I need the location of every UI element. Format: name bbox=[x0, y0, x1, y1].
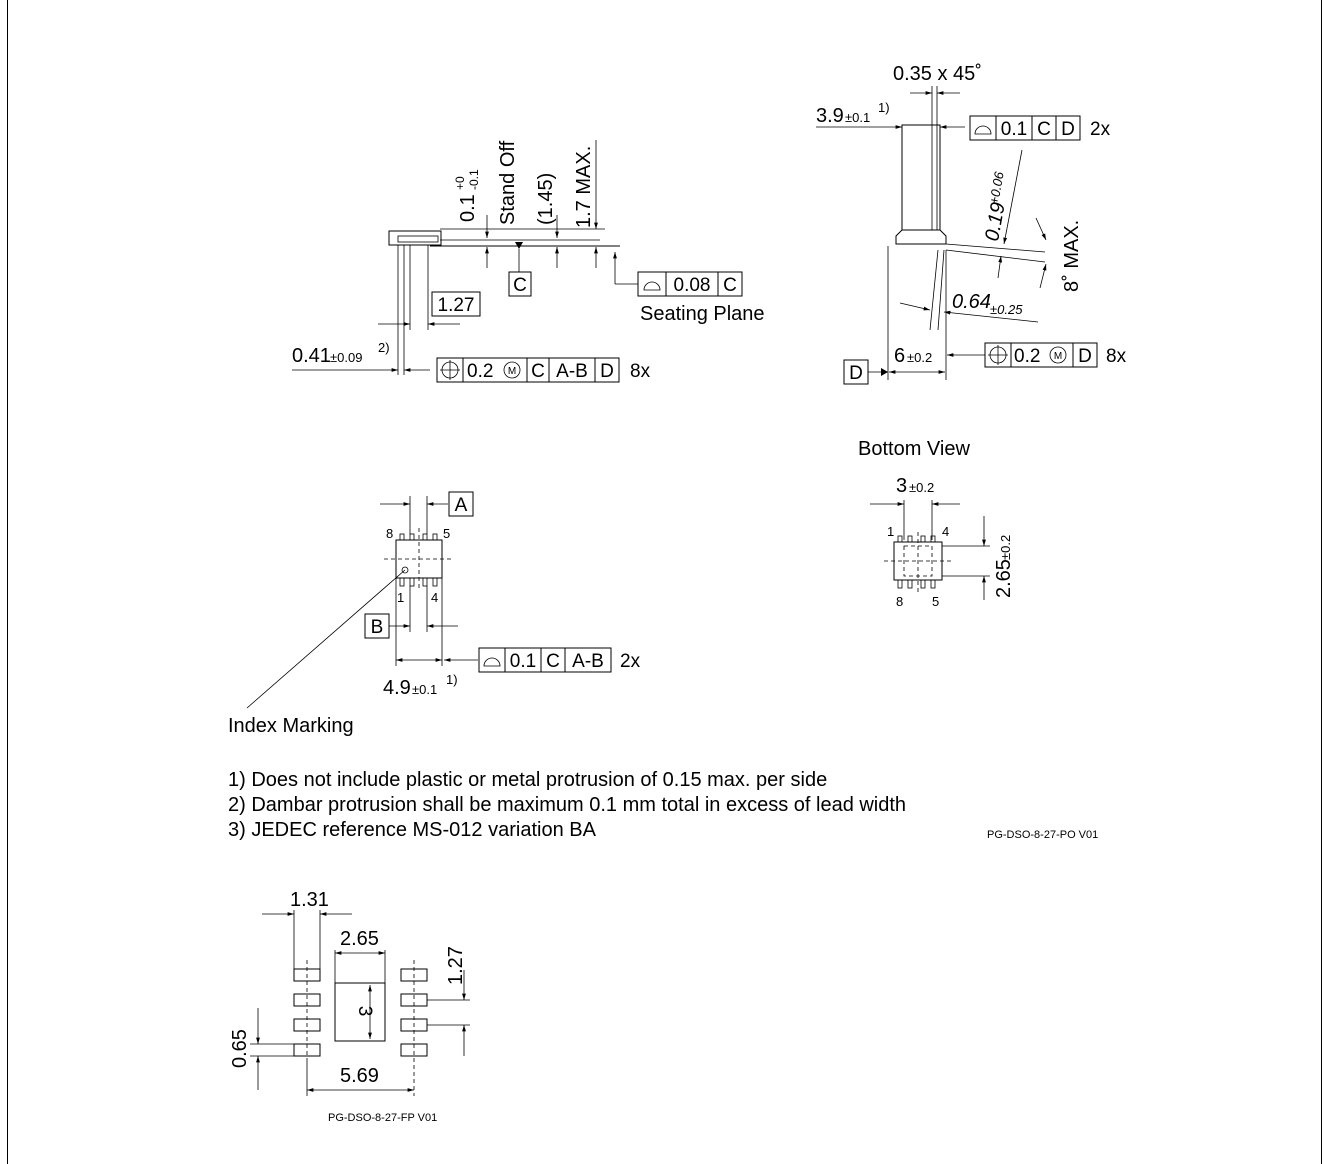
overall-width-tol: ±0.2 bbox=[907, 350, 932, 365]
top-profile-value: 0.1 bbox=[510, 651, 536, 672]
standoff-tol-minus: -0.1 bbox=[467, 169, 481, 190]
top-profile-icon bbox=[483, 657, 501, 667]
end-width-note: 1) bbox=[878, 100, 890, 115]
fp-thermal-height: 3 bbox=[354, 1006, 375, 1017]
bottom-pad-length-tol: ±0.2 bbox=[998, 535, 1013, 560]
flatness-datum: C bbox=[723, 275, 737, 296]
lead-width-note: 2) bbox=[378, 340, 390, 355]
lead-thickness-tol: +0.06 bbox=[986, 170, 1007, 206]
end-profile-value: 0.1 bbox=[1001, 119, 1027, 140]
datum-d-label: D bbox=[849, 363, 863, 384]
top-profile-datum-1: C bbox=[546, 651, 560, 672]
datum-a-box bbox=[448, 491, 474, 517]
side-position-tol: 0.2 bbox=[467, 361, 493, 382]
notes: 1) Does not include plastic or metal pro… bbox=[228, 769, 1098, 841]
side-position-datum-2: A-B bbox=[556, 361, 588, 382]
note-3: 3) JEDEC reference MS-012 variation BA bbox=[228, 819, 597, 841]
body-height: (1.45) bbox=[535, 173, 557, 225]
flatness-value: 0.08 bbox=[674, 275, 711, 296]
standoff-tol: 0.1 bbox=[457, 194, 479, 222]
fp-pad-length: 1.31 bbox=[290, 889, 329, 911]
package-code: PG-DSO-8-27-PO V01 bbox=[987, 829, 1098, 841]
index-marking-label: Index Marking bbox=[228, 715, 354, 737]
seating-plane-label: Seating Plane bbox=[640, 303, 765, 325]
end-view: 0.35 x 45˚ 3.9 ±0.1 1) 0.1 C D 2x 0.19 +… bbox=[816, 63, 1127, 385]
foot-length-tol: ±0.25 bbox=[990, 302, 1023, 317]
end-position-count: 8x bbox=[1106, 346, 1127, 367]
profile-icon bbox=[643, 281, 661, 291]
side-position-datum-3: D bbox=[600, 361, 614, 382]
side-position-datum-1: C bbox=[531, 361, 545, 382]
bottom-pin-4: 4 bbox=[942, 524, 949, 539]
flatness-symbol-box bbox=[637, 271, 667, 297]
svg-text:M: M bbox=[1054, 351, 1062, 362]
note-2: 2) Dambar protrusion shall be maximum 0.… bbox=[228, 794, 906, 816]
overall-width-value: 6 bbox=[894, 345, 905, 367]
end-position-tol: 0.2 bbox=[1014, 346, 1040, 367]
end-profile-count: 2x bbox=[1090, 119, 1111, 140]
footprint: 3 1.31 2.65 1.27 0.65 5.69 PG-DSO-8-27-F… bbox=[229, 889, 470, 1124]
datum-b-label: B bbox=[371, 617, 384, 638]
datum-b-box bbox=[364, 613, 390, 639]
fp-thermal-width: 2.65 bbox=[340, 928, 379, 950]
svg-text:M: M bbox=[508, 366, 516, 377]
side-position-count: 8x bbox=[630, 361, 651, 382]
standoff-label: Stand Off bbox=[497, 140, 519, 225]
max-height: 1.7 MAX. bbox=[573, 146, 595, 228]
mmc-icon bbox=[503, 361, 521, 379]
fp-row-span: 5.69 bbox=[340, 1065, 379, 1087]
pitch-value: 1.27 bbox=[438, 295, 475, 316]
standoff-tol-plus: +0 bbox=[453, 176, 467, 190]
pitch-box bbox=[431, 291, 481, 317]
top-view: 8 5 1 4 A B 4.9 ±0.1 1) 0.1 C A- bbox=[228, 491, 641, 737]
end-profile-datum-1: C bbox=[1037, 119, 1051, 140]
side-exposed-pad bbox=[397, 235, 439, 243]
thermal-pad bbox=[334, 982, 386, 1042]
end-profile-datum-2: D bbox=[1061, 119, 1075, 140]
length-note: 1) bbox=[446, 672, 458, 687]
lead-width-value: 0.41 bbox=[292, 345, 331, 367]
end-width-tol: ±0.1 bbox=[845, 110, 870, 125]
fp-code: PG-DSO-8-27-FP V01 bbox=[328, 1112, 437, 1124]
bottom-pad-width-tol: ±0.2 bbox=[909, 480, 934, 495]
end-lead-frame bbox=[895, 229, 947, 245]
bottom-pin-8: 8 bbox=[896, 594, 903, 609]
top-pin-5: 5 bbox=[443, 526, 450, 541]
foot-length-value: 0.64 bbox=[952, 291, 991, 313]
end-body-outline bbox=[901, 124, 941, 231]
datum-d-box bbox=[843, 359, 869, 385]
angle-max: 8˚ MAX. bbox=[1061, 220, 1083, 292]
bottom-pad-length-value: 2.65 bbox=[993, 559, 1015, 598]
length-value: 4.9 bbox=[383, 677, 411, 699]
datum-a-label: A bbox=[455, 495, 468, 516]
chamfer-label: 0.35 x 45˚ bbox=[893, 63, 982, 85]
bottom-pin-5: 5 bbox=[932, 594, 939, 609]
top-pin-1: 1 bbox=[397, 590, 404, 605]
bottom-pad-width-value: 3 bbox=[896, 475, 907, 497]
side-view: 0.1 +0 -0.1 Stand Off (1.45) 1.7 MAX. C … bbox=[292, 140, 765, 383]
side-body-outline bbox=[388, 230, 442, 246]
end-position-datum: D bbox=[1078, 346, 1092, 367]
top-profile-count: 2x bbox=[620, 651, 641, 672]
length-tol: ±0.1 bbox=[412, 682, 437, 697]
bottom-view-title: Bottom View bbox=[858, 438, 970, 460]
bottom-view: Bottom View 1 4 8 5 3 ±0.2 2.65 ±0.2 bbox=[858, 438, 1015, 609]
index-mark-dot bbox=[401, 566, 409, 574]
datum-c-label: C bbox=[513, 275, 527, 296]
bottom-pin-1: 1 bbox=[887, 524, 894, 539]
datum-c-box bbox=[508, 271, 532, 297]
top-pin-8: 8 bbox=[386, 526, 393, 541]
note-1: 1) Does not include plastic or metal pro… bbox=[228, 769, 827, 791]
fp-pitch: 1.27 bbox=[445, 946, 467, 985]
drawing-frame bbox=[7, 0, 1322, 1164]
end-mmc-icon bbox=[1049, 346, 1067, 364]
index-marking-leader bbox=[246, 569, 406, 709]
end-profile-icon bbox=[974, 125, 992, 135]
end-width-value: 3.9 bbox=[816, 105, 844, 127]
fp-pad-width: 0.65 bbox=[229, 1029, 251, 1068]
lead-width-tol: ±0.09 bbox=[330, 350, 362, 365]
top-profile-datum-2: A-B bbox=[572, 651, 604, 672]
top-pin-4: 4 bbox=[431, 590, 438, 605]
